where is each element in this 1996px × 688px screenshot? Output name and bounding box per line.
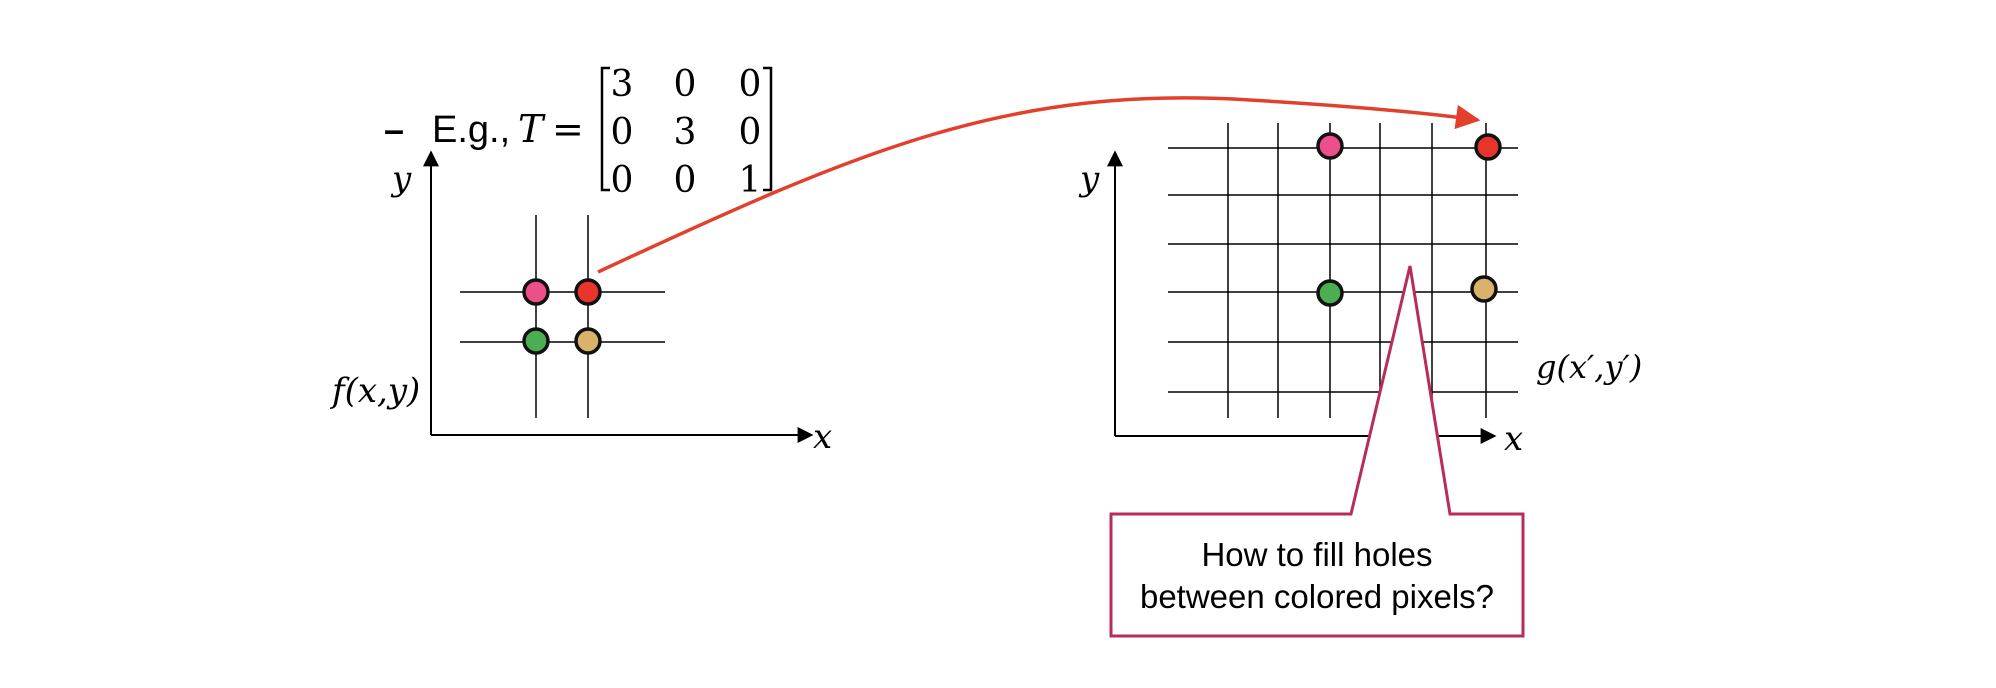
left-x-label: x bbox=[813, 417, 832, 457]
left-plot: y x f(x,y) bbox=[329, 150, 832, 457]
left-pixel-pink bbox=[522, 278, 550, 306]
mapping-arrow bbox=[597, 96, 1481, 274]
left-pixel-green bbox=[522, 327, 550, 355]
callout-box bbox=[1109, 265, 1525, 638]
matrix-cell: 0 bbox=[611, 160, 634, 201]
right-pixel-pink bbox=[1316, 132, 1344, 160]
matrix-cell: 1 bbox=[739, 160, 762, 201]
right-plot: y x g(x′,y′) bbox=[1078, 123, 1642, 459]
left-pixel-red bbox=[574, 278, 602, 306]
matrix-cell: 0 bbox=[739, 64, 762, 105]
matrix-cell: 0 bbox=[674, 160, 697, 201]
matrix-right-bracket bbox=[763, 66, 773, 192]
right-pixel-red bbox=[1474, 133, 1502, 161]
matrix-left-bracket bbox=[600, 66, 610, 192]
matrix-symbol: T bbox=[518, 107, 546, 151]
right-y-label: y bbox=[1078, 159, 1100, 199]
matrix-cell: 3 bbox=[674, 112, 697, 153]
matrix-cell: 3 bbox=[611, 64, 634, 105]
right-x-label: x bbox=[1504, 419, 1523, 459]
callout-line-2: between colored pixels? bbox=[1140, 578, 1494, 615]
left-pixel-tan bbox=[574, 327, 602, 355]
left-func-label: f(x,y) bbox=[329, 371, 420, 411]
right-pixel-green bbox=[1316, 279, 1344, 307]
right-pixel-tan bbox=[1470, 275, 1498, 303]
bullet: – bbox=[384, 109, 404, 150]
left-grid bbox=[460, 215, 665, 418]
right-func-label: g(x′,y′) bbox=[1536, 348, 1642, 386]
left-y-label: y bbox=[390, 159, 412, 199]
eg-label: E.g., bbox=[432, 109, 510, 151]
callout-line-1: How to fill holes bbox=[1201, 536, 1432, 573]
matrix-cell: 0 bbox=[611, 112, 634, 153]
right-grid bbox=[1168, 123, 1518, 418]
matrix-cells: 3 0 0 0 3 0 0 0 1 bbox=[611, 64, 762, 201]
matrix-cell: 0 bbox=[674, 64, 697, 105]
matrix-cell: 0 bbox=[739, 112, 762, 153]
matrix-equals: = bbox=[552, 107, 584, 151]
